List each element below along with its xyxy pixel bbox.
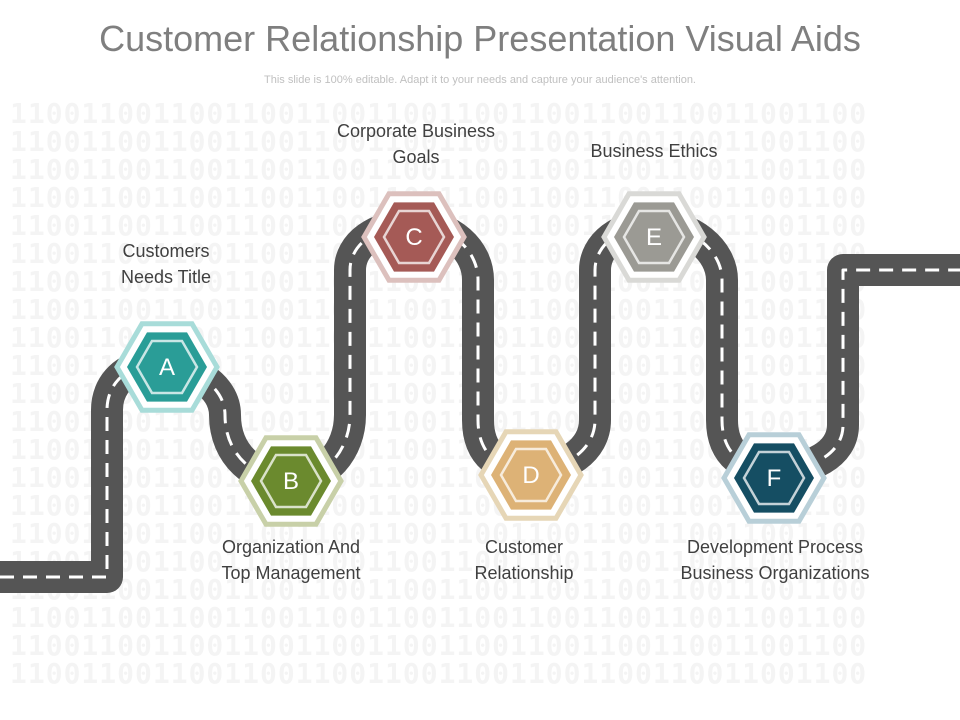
hexagon-e-letter: E bbox=[646, 224, 662, 251]
hexagon-e-inner bbox=[622, 209, 686, 265]
label-f: Development Process Business Organizatio… bbox=[665, 534, 885, 586]
label-b-line2: Top Management bbox=[221, 563, 361, 583]
hexagon-c: C bbox=[361, 191, 467, 283]
hexagon-a: A bbox=[114, 321, 220, 413]
label-b: Organization And Top Management bbox=[181, 534, 401, 586]
hexagon-a-inner bbox=[135, 339, 199, 395]
hexagon-c-inner bbox=[382, 209, 446, 265]
label-f-line1: Development Process bbox=[686, 537, 864, 557]
label-d-line2: Relationship bbox=[474, 563, 574, 583]
hexagon-b: B bbox=[238, 435, 344, 527]
hexagon-f: F bbox=[721, 432, 827, 524]
label-a-line2: Needs Title bbox=[120, 267, 212, 287]
hexagon-e: E bbox=[601, 191, 707, 283]
hexagon-d-inner bbox=[499, 447, 563, 503]
label-d: Customer Relationship bbox=[414, 534, 634, 586]
label-b-line1: Organization And bbox=[221, 537, 361, 557]
hexagon-a-letter: A bbox=[159, 354, 175, 381]
label-d-line1: Customer bbox=[484, 537, 564, 557]
road-center-line bbox=[0, 223, 960, 579]
hexagon-c-letter: C bbox=[405, 224, 422, 251]
label-c: Corporate Business Goals bbox=[306, 118, 526, 170]
label-e: Business Ethics bbox=[544, 138, 764, 164]
hexagon-b-letter: B bbox=[283, 468, 299, 495]
hexagon-f-letter: F bbox=[767, 465, 782, 492]
hexagon-d: D bbox=[478, 429, 584, 521]
label-a: Customers Needs Title bbox=[56, 238, 276, 290]
label-a-line1: Customers bbox=[122, 241, 210, 261]
label-c-line1: Corporate Business bbox=[336, 121, 496, 141]
label-c-line2: Goals bbox=[392, 147, 440, 167]
page-subtitle: This slide is 100% editable. Adapt it to… bbox=[264, 74, 696, 86]
label-e-line1: Business Ethics bbox=[590, 141, 718, 161]
hexagon-b-inner bbox=[259, 453, 323, 509]
label-f-line2: Business Organizations bbox=[680, 563, 870, 583]
hexagon-f-inner bbox=[742, 450, 806, 506]
hexagon-d-letter: D bbox=[522, 462, 539, 489]
page-title: Customer Relationship Presentation Visua… bbox=[99, 18, 861, 59]
